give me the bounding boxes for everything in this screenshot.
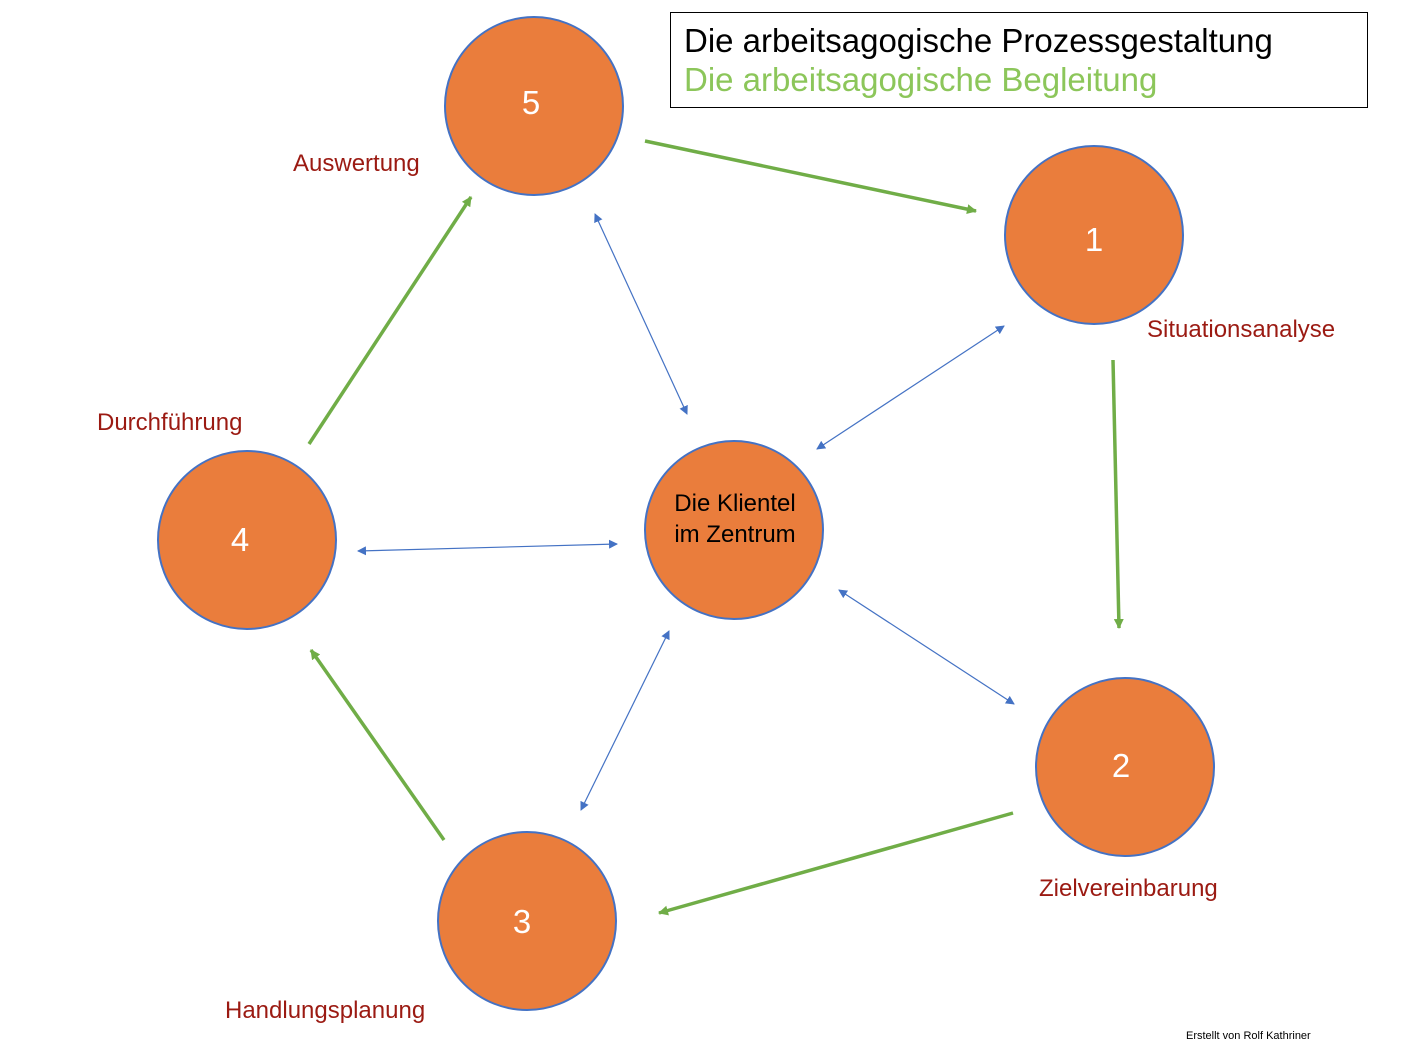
step-node-1: 1 [1004,145,1184,325]
accompaniment-arrow-center-4 [357,539,618,556]
credit-text: Erstellt von Rolf Kathriner [1186,1030,1311,1042]
center-label-line1: Die Klientel [674,490,795,517]
process-arrow-5-to-1 [644,139,977,215]
step-node-4: 4 [157,450,337,630]
step-node-3: 3 [437,831,617,1011]
step-label-3: Handlungsplanung [225,997,426,1024]
process-arrow-3-to-4 [309,648,446,842]
step-number-5: 5 [522,84,540,121]
accompaniment-arrow-center-2 [838,589,1015,705]
process-arrow-4-to-5 [307,196,473,445]
legend-process-label: Die arbeitsagogische Prozessgestaltung [684,22,1273,59]
accompaniment-arrow-center-5 [594,213,688,415]
step-number-1: 1 [1085,221,1103,258]
process-arrow-1-to-2 [1111,359,1124,629]
center-node: Die Klientel im Zentrum [644,440,824,620]
legend: Die arbeitsagogische Prozessgestaltung D… [670,12,1368,108]
step-number-2: 2 [1112,747,1130,784]
step-label-5: Auswertung [293,150,420,177]
step-number-4: 4 [231,521,249,558]
center-label-line2: im Zentrum [674,521,795,548]
step-node-2: 2 [1035,677,1215,857]
accompaniment-arrow-center-1 [816,325,1005,450]
step-node-5: 5 [444,16,624,196]
process-arrow-2-to-3 [658,811,1014,916]
step-number-3: 3 [513,903,531,940]
step-label-4: Durchführung [97,409,243,436]
accompaniment-arrow-center-3 [580,630,670,811]
step-label-1: Situationsanalyse [1147,316,1336,343]
step-label-2: Zielvereinbarung [1039,875,1218,902]
legend-accompaniment-label: Die arbeitsagogische Begleitung [684,61,1158,98]
